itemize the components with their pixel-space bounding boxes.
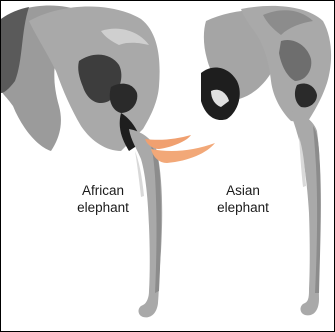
african-elephant-label-line2: elephant (58, 199, 148, 216)
african-elephant-tusk-upper (145, 135, 191, 149)
african-elephant-label-line1: African (58, 182, 148, 199)
asian-elephant-label-line2: elephant (198, 199, 288, 216)
african-elephant-label: African elephant (58, 182, 148, 216)
african-elephant (1, 5, 215, 317)
asian-elephant (201, 6, 331, 315)
asian-elephant-label-line1: Asian (198, 182, 288, 199)
asian-elephant-label: Asian elephant (198, 182, 288, 216)
